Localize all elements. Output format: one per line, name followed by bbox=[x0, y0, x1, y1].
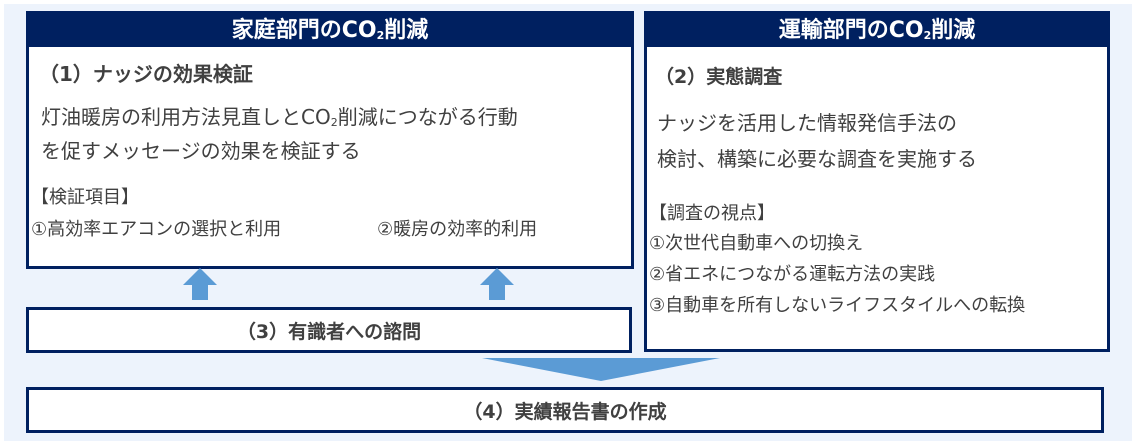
consultation-label: （3）有識者への諮問 bbox=[236, 320, 422, 343]
household-box: 家庭部門のCO2削減 （1）ナッジの効果検証 灯油暖房の利用方法見直しとCO2削… bbox=[26, 11, 634, 269]
transport-description-line2: 検討、構築に必要な調査を実施する bbox=[657, 147, 977, 171]
arrow-down-icon bbox=[482, 358, 720, 381]
household-description-line2: を促すメッセージの効果を検証する bbox=[41, 139, 361, 163]
household-item-2: ②暖房の効率的利用 bbox=[377, 219, 538, 240]
arrow-up-icon bbox=[480, 268, 514, 300]
transport-item-3: ③自動車を所有しないライフスタイルへの転換 bbox=[649, 295, 1026, 316]
household-item-1: ①高効率エアコンの選択と利用 bbox=[31, 219, 282, 240]
report-label: （4）実績報告書の作成 bbox=[463, 400, 667, 423]
household-section-title: （1）ナッジの効果検証 bbox=[39, 62, 253, 86]
household-header: 家庭部門のCO2削減 bbox=[29, 14, 631, 47]
transport-box: 運輸部門のCO2削減 （2）実態調査 ナッジを活用した情報発信手法の 検討、構築… bbox=[644, 11, 1110, 352]
arrow-up-icon bbox=[183, 268, 217, 300]
transport-header: 運輸部門のCO2削減 bbox=[647, 14, 1107, 47]
report-box: （4）実績報告書の作成 bbox=[26, 387, 1104, 433]
transport-description-line1: ナッジを活用した情報発信手法の bbox=[657, 111, 957, 135]
transport-section-title: （2）実態調査 bbox=[655, 66, 783, 88]
transport-items-title: 【調査の視点】 bbox=[649, 203, 775, 224]
transport-item-2: ②省エネにつながる運転方法の実践 bbox=[649, 264, 936, 285]
transport-item-1: ①次世代自動車への切換え bbox=[649, 233, 864, 254]
household-items-title: 【検証項目】 bbox=[31, 187, 139, 208]
household-description-line1: 灯油暖房の利用方法見直しとCO2削減につながる行動 bbox=[41, 105, 518, 129]
consultation-box: （3）有識者への諮問 bbox=[26, 307, 632, 353]
